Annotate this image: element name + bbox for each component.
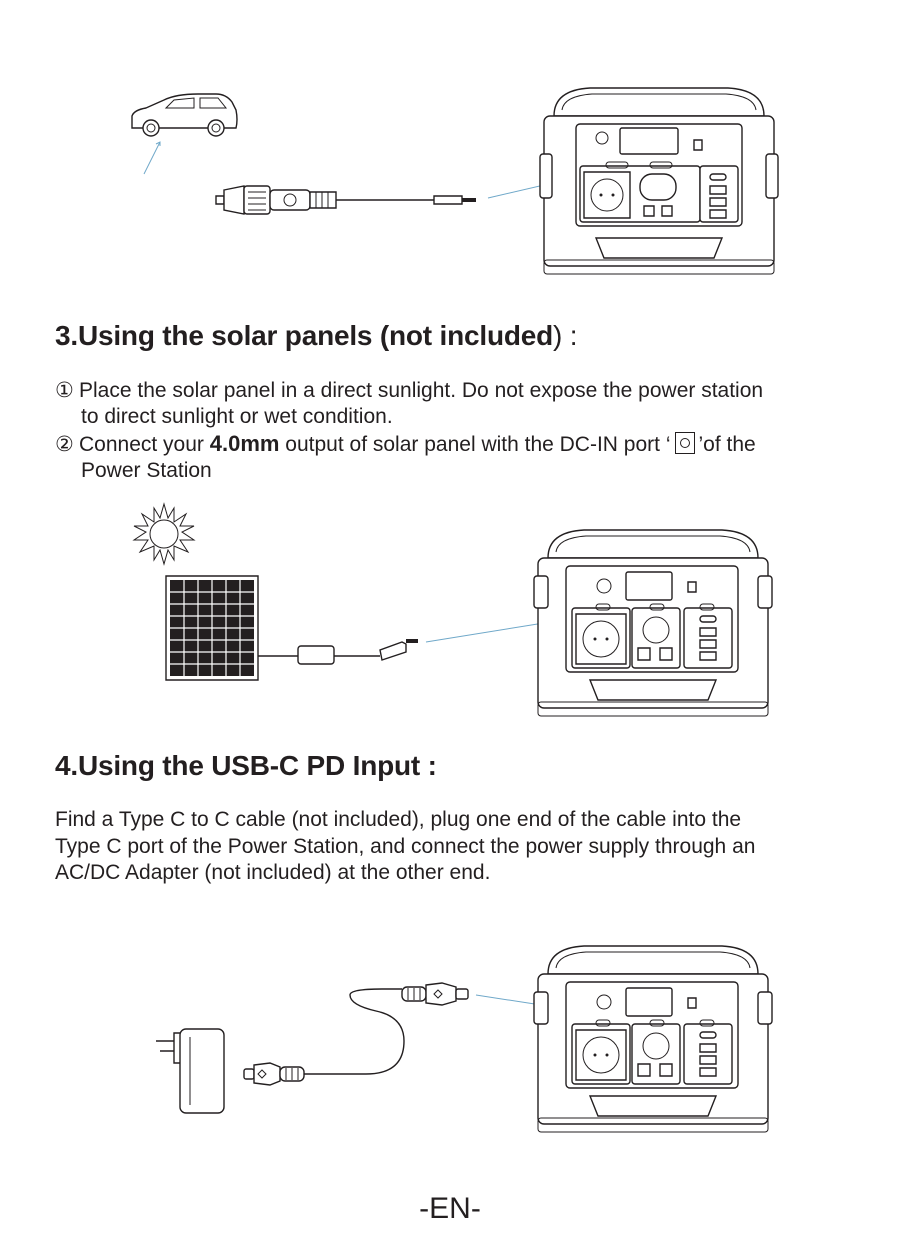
usb-c-charging-figure — [150, 975, 580, 1120]
step-2-line-2: Power Station — [81, 459, 212, 482]
step-2-value: 4.0mm — [209, 431, 280, 456]
step-2-marker: ② — [55, 433, 74, 456]
step-2-pre: Connect your — [79, 433, 210, 456]
step-2-post: of the — [703, 433, 756, 456]
section-4-title: 4.Using the USB-C PD Input : — [55, 750, 437, 782]
section-4-paragraph: Find a Type C to C cable (not included),… — [55, 807, 855, 887]
section-3-number: 3. — [55, 320, 78, 351]
section-4-title-text: Using the USB-C PD Input : — [77, 750, 437, 781]
section-4-number: 4. — [55, 750, 78, 781]
car-charger-plug-icon — [216, 186, 476, 214]
car-charging-figure — [120, 80, 500, 220]
step-2-quote-close: ’ — [698, 433, 704, 456]
power-station-icon — [534, 937, 772, 1139]
step-1-marker: ① — [55, 379, 74, 402]
step-2-mid: output of solar panel with the DC-IN por… — [279, 433, 666, 456]
step-2-quote-open: ‘ — [665, 433, 671, 456]
section-4-line-1: Find a Type C to C cable (not included),… — [55, 808, 742, 831]
solar-panel-icon — [166, 576, 258, 680]
section-3-title: 3.Using the solar panels (not included) … — [55, 320, 578, 352]
ac-adapter-icon — [156, 1029, 224, 1113]
car-icon — [132, 94, 237, 136]
power-station-icon — [540, 82, 778, 278]
step-1-line-2: to direct sunlight or wet condition. — [81, 405, 393, 428]
sun-icon — [134, 504, 194, 564]
solar-charging-figure — [130, 500, 550, 690]
page-footer-label: -EN- — [419, 1192, 481, 1225]
section-3-title-close: ) : — [553, 320, 578, 351]
section-4-line-3: AC/DC Adapter (not included) at the othe… — [55, 861, 491, 884]
step-1-line-1: Place the solar panel in a direct sunlig… — [79, 379, 764, 402]
section-3-title-main: Using the solar panels (not included — [77, 320, 554, 351]
dc-in-port-icon — [674, 432, 695, 454]
usb-c-cable-icon — [244, 983, 468, 1085]
power-station-icon — [534, 522, 772, 722]
section-4-line-2: Type C port of the Power Station, and co… — [55, 834, 756, 858]
